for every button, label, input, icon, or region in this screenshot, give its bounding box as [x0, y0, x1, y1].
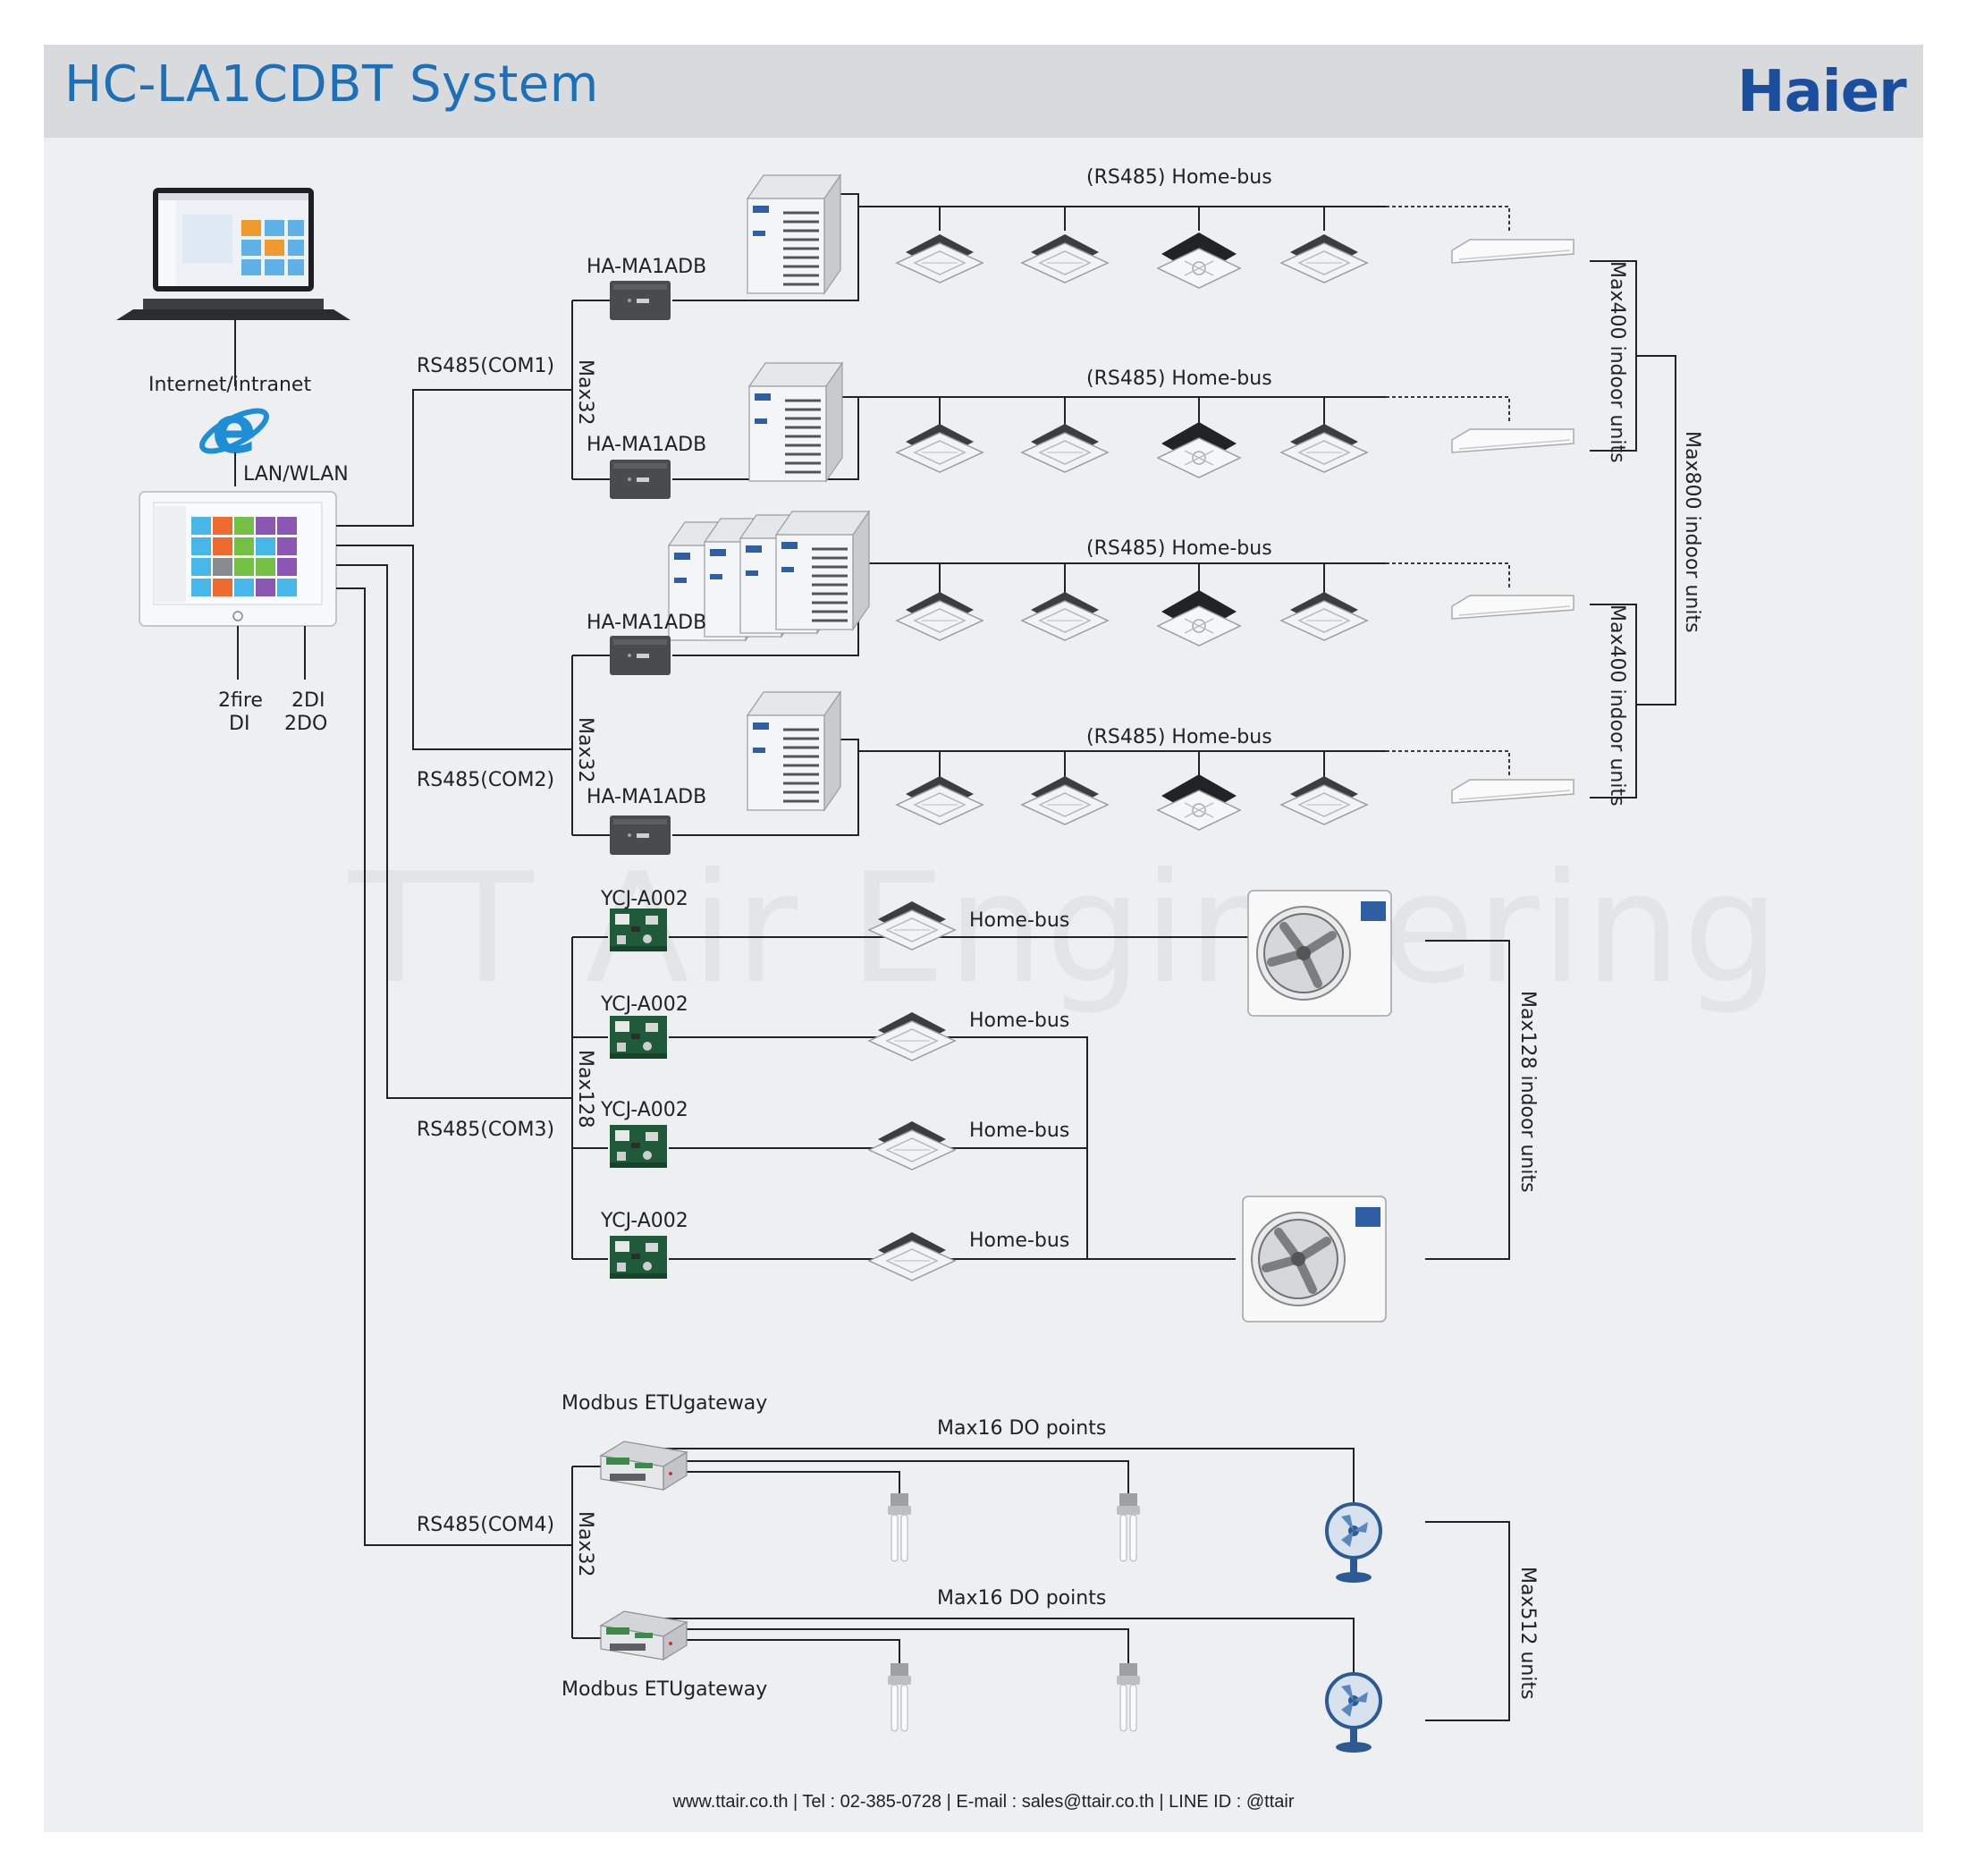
lamp-icon [1116, 1662, 1141, 1732]
modbus-gateway-label: Modbus ETUgateway [561, 1392, 767, 1415]
page-title: HC-LA1CDBT System [64, 55, 599, 114]
cassette-unit-icon [868, 1231, 956, 1281]
gateway-label: HA-MA1ADB [587, 434, 706, 456]
cassette-unit-icon [868, 900, 956, 951]
vrf-outdoor-unit-icon [747, 361, 844, 483]
adapter-label: YCJ-A002 [600, 1210, 688, 1232]
homebus-label: (RS485) Home-bus [1086, 368, 1272, 390]
touch-panel-controller-icon [139, 491, 337, 627]
com2-label: RS485(COM2) [417, 769, 554, 791]
split-limit-label: Max128 indoor units [1516, 991, 1539, 1193]
max-adapters-label: Max128 [574, 1050, 596, 1128]
vrf-outdoor-unit-icon [746, 173, 842, 295]
gateway-label: HA-MA1ADB [587, 786, 706, 808]
cassette-unit-icon [868, 1120, 956, 1170]
indoor-unit-row-3 [896, 589, 1574, 646]
com4-line [336, 587, 572, 1546]
diagram-panel [44, 45, 1923, 1832]
com1-label: RS485(COM1) [417, 355, 554, 377]
adapter-pcb-icon [610, 1016, 667, 1059]
split-outdoor-unit-icon [1248, 891, 1391, 1016]
homebus-label: (RS485) Home-bus [1086, 166, 1272, 189]
com1-line [336, 389, 572, 527]
gateway-icon [610, 815, 671, 855]
gateway-label: HA-MA1ADB [587, 256, 706, 278]
laptop-icon [116, 188, 350, 320]
do-points-label: Max16 DO points [937, 1587, 1106, 1610]
total-limit-label: Max800 indoor units [1681, 431, 1703, 633]
modbus-gateway-label: Modbus ETUgateway [561, 1678, 767, 1701]
indoor-unit-row-4 [896, 773, 1574, 831]
lamp-icon [887, 1492, 912, 1562]
homebus-label: Home-bus [969, 909, 1069, 932]
max-gateways-label: Max32 [574, 717, 596, 782]
cassette-unit-icon [868, 1011, 956, 1061]
max-gateways-label: Max32 [574, 1511, 596, 1576]
watermark: TT Air Engineering [349, 841, 1782, 1018]
com2-line [336, 545, 572, 750]
do-label: 2DO [284, 713, 327, 735]
gateway-icon [610, 636, 671, 675]
homebus-label: Home-bus [969, 1230, 1069, 1252]
adapter-pcb-icon [610, 1236, 667, 1279]
do-points-label: Max16 DO points [937, 1417, 1106, 1440]
homebus-label: Home-bus [969, 1120, 1069, 1142]
adapter-pcb-icon [610, 908, 667, 951]
homebus-label: (RS485) Home-bus [1086, 726, 1272, 748]
fan-icon [1325, 1502, 1382, 1584]
homebus-label: (RS485) Home-bus [1086, 537, 1272, 560]
adapter-label: YCJ-A002 [600, 993, 688, 1016]
gateway-icon [610, 281, 671, 320]
fire-di-label: DI [229, 713, 249, 735]
adapter-label: YCJ-A002 [600, 1099, 688, 1121]
vrf-outdoor-unit-icon [746, 690, 842, 812]
group-limit-label: Max400 indoor units [1606, 604, 1628, 807]
lamp-icon [1116, 1492, 1141, 1562]
split-outdoor-unit-icon [1243, 1196, 1386, 1322]
fan-icon [1325, 1672, 1382, 1754]
indoor-unit-row-1 [896, 232, 1574, 289]
com3-line [336, 564, 572, 1099]
group-limit-label: Max400 indoor units [1606, 261, 1628, 463]
indoor-unit-row-2 [896, 421, 1574, 478]
adapter-label: YCJ-A002 [600, 888, 688, 910]
fire-label: 2fire [218, 689, 263, 712]
homebus-label: Home-bus [969, 1010, 1069, 1032]
footer-contact: www.ttair.co.th | Tel : 02-385-0728 | E-… [672, 1792, 1295, 1812]
gateway-icon [610, 460, 671, 499]
adapter-pcb-icon [610, 1125, 667, 1168]
lamp-icon [887, 1662, 912, 1732]
gateway-label: HA-MA1ADB [587, 612, 706, 634]
max-gateways-label: Max32 [574, 359, 596, 425]
network-label: Internet/intranet [148, 374, 311, 396]
di-label: 2DI [291, 689, 325, 712]
com4-label: RS485(COM4) [417, 1514, 554, 1536]
lan-label: LAN/WLAN [243, 463, 349, 486]
com3-label: RS485(COM3) [417, 1119, 554, 1141]
haier-logo: Haier [1737, 59, 1907, 125]
modbus-limit-label: Max512 units [1516, 1567, 1539, 1700]
header-bar [44, 45, 1923, 138]
